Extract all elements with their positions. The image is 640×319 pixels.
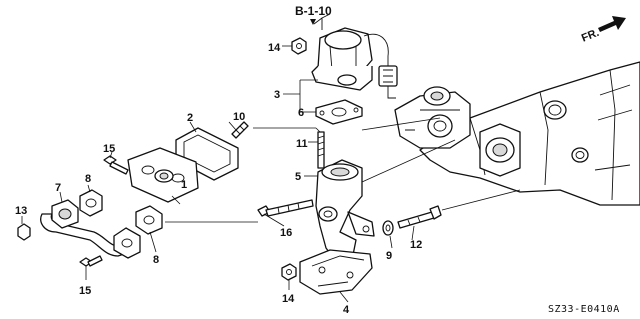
stud-11 [317, 131, 325, 169]
egr-valve [311, 13, 398, 99]
callouts: 1 2 3 4 5 6 7 8 8 9 10 11 12 13 14 14 15… [15, 42, 422, 316]
callout-4: 4 [343, 304, 350, 316]
bracket-4 [299, 249, 373, 295]
callout-16: 16 [280, 227, 292, 239]
bolt-12 [397, 205, 442, 229]
nut-13 [17, 223, 31, 241]
callout-10: 10 [233, 111, 245, 123]
bolt-16 [257, 199, 314, 217]
gasket-8-upper [79, 189, 103, 217]
front-arrow-icon [598, 16, 626, 32]
callout-8-lower: 8 [153, 254, 159, 266]
callout-6: 6 [298, 107, 304, 119]
callout-5: 5 [295, 171, 301, 183]
reference-label: B-1-10 [295, 4, 332, 18]
front-direction-indicator: FR. [580, 16, 626, 45]
egr-pipe-7 [40, 199, 141, 259]
callout-12: 12 [410, 239, 422, 251]
washer-9 [382, 220, 394, 236]
callout-3: 3 [274, 89, 280, 101]
callout-2: 2 [187, 112, 193, 124]
callout-9: 9 [386, 250, 392, 262]
callout-7: 7 [55, 182, 61, 194]
callout-15-bottom: 15 [79, 285, 91, 297]
bolt-15-top [103, 155, 129, 175]
callout-15-top: 15 [103, 143, 115, 155]
egr-adapter-5 [315, 159, 375, 265]
egr-flange-1 [127, 147, 199, 203]
callout-11: 11 [296, 138, 308, 150]
gasket-8-lower [135, 205, 163, 235]
nut-14-top [291, 37, 307, 55]
drawing-code: SZ33-E0410A [548, 304, 620, 315]
nut-14-bottom [281, 263, 297, 281]
front-direction-label: FR. [580, 27, 601, 45]
callout-13: 13 [15, 205, 27, 217]
callout-8-upper: 8 [85, 173, 91, 185]
gasket-6 [315, 99, 363, 125]
engine-block [419, 61, 640, 206]
callout-1: 1 [181, 179, 187, 191]
intake-manifold-detail [394, 86, 471, 149]
bolt-15-bottom [79, 255, 103, 267]
stud-10 [231, 121, 249, 139]
callout-14-top: 14 [268, 42, 281, 54]
reference-arrow-icon [310, 19, 316, 25]
leader-lines [21, 17, 521, 303]
callout-14-bottom: 14 [282, 293, 295, 305]
